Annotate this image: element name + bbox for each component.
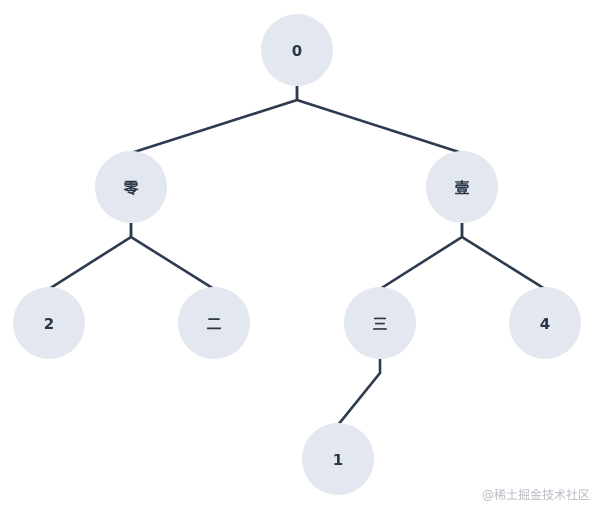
tree-node: 0 bbox=[261, 14, 333, 86]
node-label: 2 bbox=[44, 315, 54, 333]
tree-node: 二 bbox=[178, 287, 250, 359]
edge-n_yi-n_san bbox=[379, 223, 464, 291]
node-circle bbox=[302, 423, 374, 495]
edge-n_ling-n2 bbox=[48, 223, 133, 291]
tree-node: 壹 bbox=[426, 151, 498, 223]
node-circle bbox=[261, 14, 333, 86]
tree-node: 2 bbox=[13, 287, 85, 359]
edge-n0-n_ling bbox=[130, 86, 299, 155]
edge-n0-n_yi bbox=[295, 86, 463, 155]
node-circle bbox=[426, 151, 498, 223]
edges-layer bbox=[48, 86, 546, 426]
node-label: 壹 bbox=[454, 179, 469, 197]
node-circle bbox=[344, 287, 416, 359]
node-label: 1 bbox=[333, 451, 343, 469]
tree-node: 4 bbox=[509, 287, 581, 359]
tree-node: 零 bbox=[95, 151, 167, 223]
node-label: 三 bbox=[372, 315, 387, 333]
edge-n_san-n1 bbox=[336, 359, 382, 426]
node-circle bbox=[509, 287, 581, 359]
watermark-text: @稀土掘金技术社区 bbox=[481, 488, 590, 502]
tree-node: 三 bbox=[344, 287, 416, 359]
node-circle bbox=[95, 151, 167, 223]
node-circle bbox=[13, 287, 85, 359]
tree-node: 1 bbox=[302, 423, 374, 495]
node-label: 4 bbox=[540, 315, 550, 333]
edge-n_yi-n4 bbox=[460, 223, 546, 291]
node-circle bbox=[178, 287, 250, 359]
node-label: 零 bbox=[122, 179, 139, 197]
node-label: 0 bbox=[292, 42, 302, 60]
node-label: 二 bbox=[206, 315, 221, 333]
nodes-layer: 0 零 壹 2 二 三 4 1 bbox=[13, 14, 581, 495]
edge-n_ling-n_er bbox=[129, 223, 215, 291]
